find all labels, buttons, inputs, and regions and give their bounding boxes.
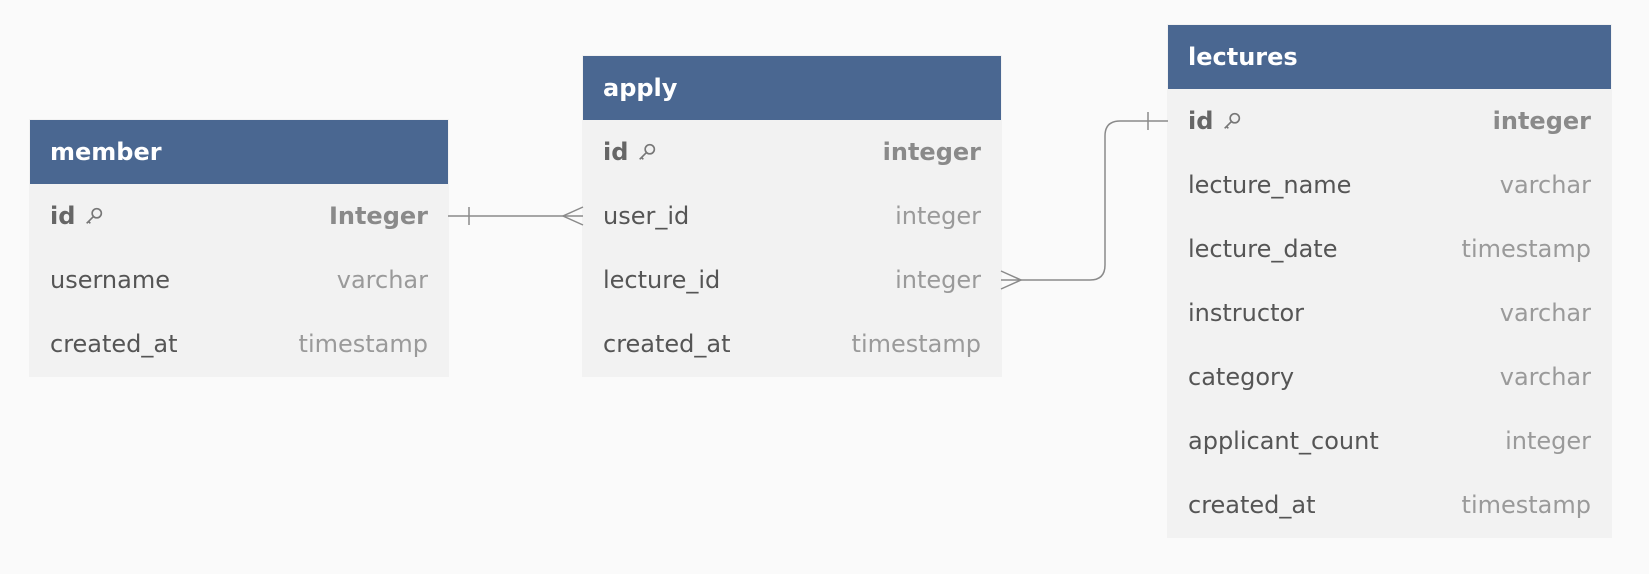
column-name: id xyxy=(1188,107,1243,135)
relation-apply-lectures[interactable] xyxy=(1000,112,1168,290)
column-row-apply-created-at[interactable]: created_at timestamp xyxy=(583,312,1001,376)
column-row-lectures-created-at[interactable]: created_at timestamp xyxy=(1168,473,1611,537)
table-apply[interactable]: apply id integer user_id integer lecture… xyxy=(583,56,1001,376)
column-row-member-id[interactable]: id Integer xyxy=(30,184,448,248)
column-name: lecture_name xyxy=(1188,171,1352,199)
column-name: applicant_count xyxy=(1188,427,1379,455)
many-marker xyxy=(1000,270,1023,290)
column-type: timestamp xyxy=(1461,235,1591,263)
column-type: varchar xyxy=(1499,299,1591,327)
relation-member-apply[interactable] xyxy=(448,206,584,226)
column-type: timestamp xyxy=(851,330,981,358)
column-type: integer xyxy=(882,138,981,166)
column-row-lectures-lecture-date[interactable]: lecture_date timestamp xyxy=(1168,217,1611,281)
column-name: username xyxy=(50,266,170,294)
column-name: instructor xyxy=(1188,299,1305,327)
column-name: lecture_date xyxy=(1188,235,1338,263)
column-row-lectures-id[interactable]: id integer xyxy=(1168,89,1611,153)
column-type: varchar xyxy=(336,266,428,294)
column-row-lectures-lecture-name[interactable]: lecture_name varchar xyxy=(1168,153,1611,217)
column-type: varchar xyxy=(1499,171,1591,199)
column-row-apply-lecture-id[interactable]: lecture_id integer xyxy=(583,248,1001,312)
column-type: integer xyxy=(895,266,981,294)
column-row-member-created-at[interactable]: created_at timestamp xyxy=(30,312,448,376)
column-row-apply-id[interactable]: id integer xyxy=(583,120,1001,184)
column-row-lectures-applicant-count[interactable]: applicant_count integer xyxy=(1168,409,1611,473)
column-name: lecture_id xyxy=(603,266,721,294)
table-lectures[interactable]: lectures id integer lecture_name varchar… xyxy=(1168,25,1611,537)
column-type: timestamp xyxy=(1461,491,1591,519)
column-name: created_at xyxy=(1188,491,1316,519)
key-icon xyxy=(1221,110,1243,132)
column-type: integer xyxy=(895,202,981,230)
column-name: id xyxy=(50,202,105,230)
table-header-member[interactable]: member xyxy=(30,120,448,184)
column-name: category xyxy=(1188,363,1295,391)
column-name: user_id xyxy=(603,202,690,230)
column-type: Integer xyxy=(328,202,428,230)
column-type: integer xyxy=(1505,427,1591,455)
relation-line xyxy=(1001,120,1168,281)
column-name: id xyxy=(603,138,658,166)
many-marker xyxy=(561,206,584,226)
column-name: created_at xyxy=(50,330,178,358)
table-member[interactable]: member id Integer username varchar creat… xyxy=(30,120,448,376)
column-type: varchar xyxy=(1499,363,1591,391)
table-header-apply[interactable]: apply xyxy=(583,56,1001,120)
column-row-member-username[interactable]: username varchar xyxy=(30,248,448,312)
column-name: created_at xyxy=(603,330,731,358)
key-icon xyxy=(636,141,658,163)
key-icon xyxy=(83,205,105,227)
column-type: integer xyxy=(1492,107,1591,135)
table-header-lectures[interactable]: lectures xyxy=(1168,25,1611,89)
column-row-apply-user-id[interactable]: user_id integer xyxy=(583,184,1001,248)
column-row-lectures-category[interactable]: category varchar xyxy=(1168,345,1611,409)
column-row-lectures-instructor[interactable]: instructor varchar xyxy=(1168,281,1611,345)
column-type: timestamp xyxy=(298,330,428,358)
